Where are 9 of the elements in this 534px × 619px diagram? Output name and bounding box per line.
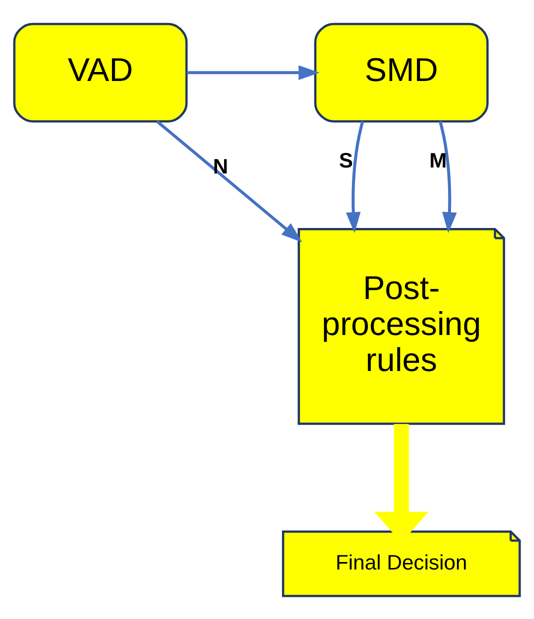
node-box: VAD xyxy=(13,22,188,122)
arrow xyxy=(156,120,302,242)
arrow xyxy=(346,120,364,233)
edge-label: N xyxy=(213,154,228,178)
node-box: SMD xyxy=(314,22,489,122)
edge-label: M xyxy=(429,148,447,172)
arrow xyxy=(438,120,457,233)
edge-label: S xyxy=(338,148,353,172)
arrow xyxy=(186,64,320,80)
